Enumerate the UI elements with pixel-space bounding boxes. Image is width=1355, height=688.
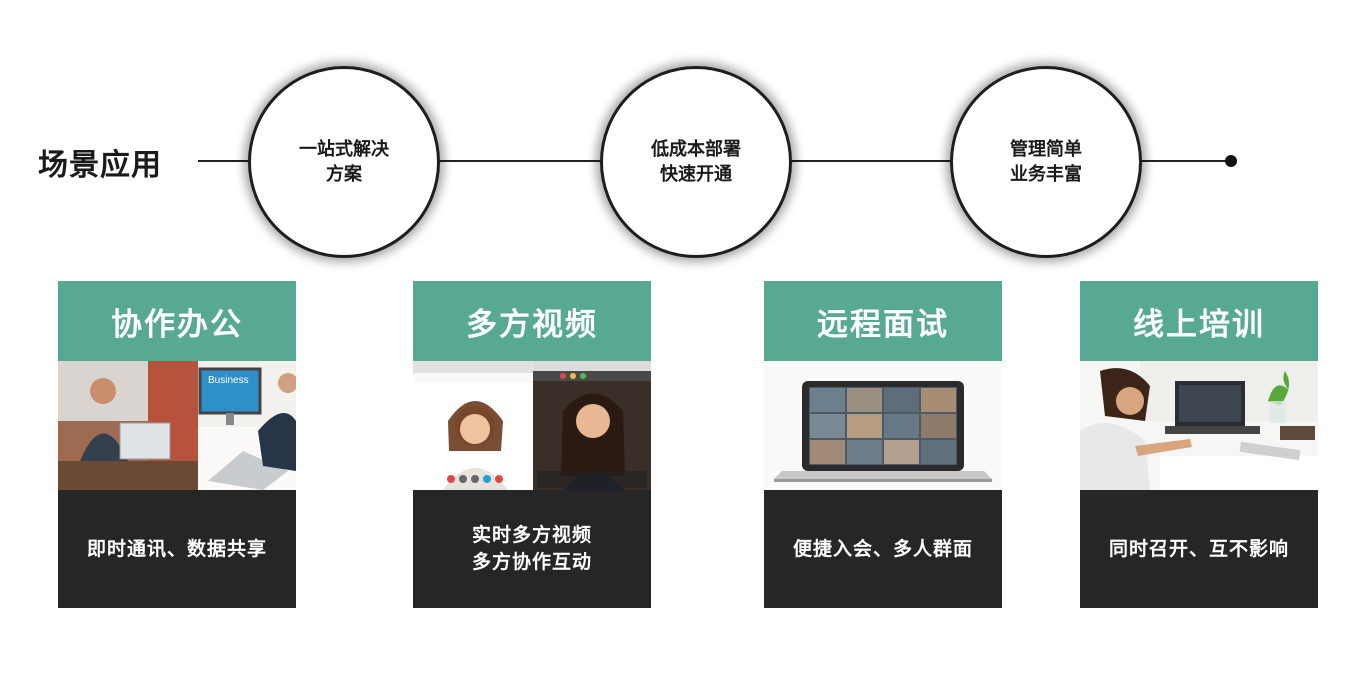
office-collaboration-photo: Business [58, 361, 296, 490]
video-call-screenshot [413, 361, 651, 490]
circle-text-line1: 管理简单 [1010, 139, 1082, 160]
card-description-line1: 便捷入会、多人群面 [792, 537, 973, 560]
feature-circle-deployment: 低成本部署 快速开通 [600, 66, 792, 258]
card-heading: 远程面试 [764, 281, 1002, 361]
circle-text-line1: 一站式解决 [299, 139, 389, 160]
card-description-line1: 同时召开、互不影响 [1108, 537, 1289, 560]
card-description-line1: 实时多方视频 [471, 524, 592, 546]
card-heading: 线上培训 [1080, 281, 1318, 361]
feature-circle-solution: 一站式解决 方案 [248, 66, 440, 258]
scenario-card-interview: 远程面试 便捷入会、多人群面 [764, 281, 1002, 608]
screen-business-label: Business [208, 375, 249, 386]
scenario-card-training: 线上培训 同时召开、互不影响 [1080, 281, 1318, 608]
circle-text-line2: 业务丰富 [1010, 164, 1082, 185]
online-training-photo [1080, 361, 1318, 490]
scenario-card-office: 协作办公 Business 即时通讯、数据共享 [58, 281, 296, 608]
card-heading: 多方视频 [413, 281, 651, 361]
scenario-card-video: 多方视频 实时多方视频 [413, 281, 651, 608]
laptop-video-grid-photo [764, 361, 1002, 490]
timeline-end-dot [1225, 155, 1237, 167]
section-title: 场景应用 [38, 148, 162, 183]
card-heading: 协作办公 [58, 281, 296, 361]
card-description-line2: 多方协作互动 [471, 551, 592, 573]
circle-text-line1: 低成本部署 [651, 139, 741, 160]
feature-circle-management: 管理简单 业务丰富 [950, 66, 1142, 258]
circle-text-line2: 方案 [326, 164, 362, 185]
card-description-line1: 即时通讯、数据共享 [86, 537, 267, 560]
circle-text-line2: 快速开通 [660, 164, 732, 185]
